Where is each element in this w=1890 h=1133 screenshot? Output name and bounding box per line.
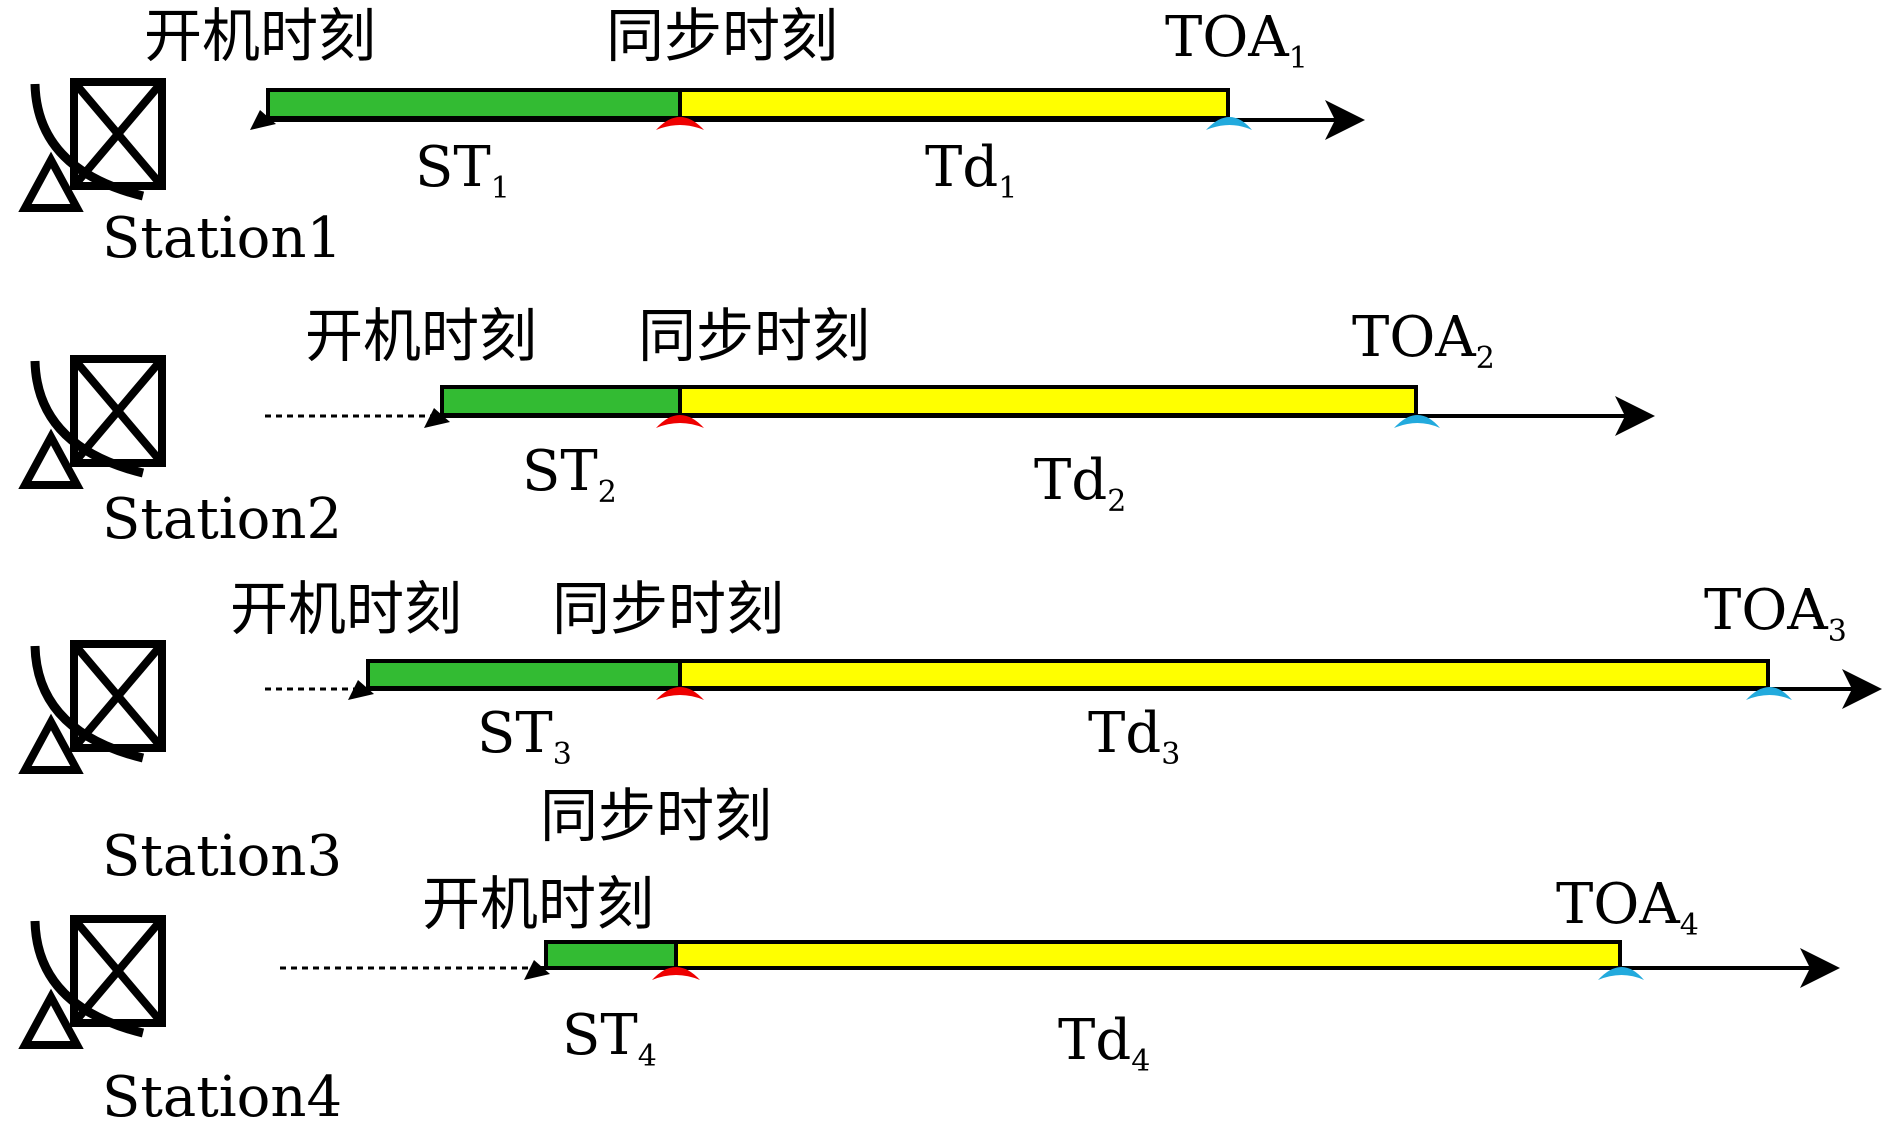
delay-segment (674, 940, 1622, 970)
startup-marker (424, 408, 450, 428)
startup-time-label: 开机时刻 (422, 870, 654, 938)
delay-segment (678, 659, 1770, 690)
toa-label: TOA1 (1165, 5, 1308, 76)
delay-segment (678, 88, 1230, 120)
satellite-dish-icon (18, 78, 166, 212)
sync-marker (656, 415, 704, 428)
st-label: ST3 (477, 701, 572, 772)
station-row-3: Station3 开机时刻 同步时刻 TOA3 ST3 Td3 (18, 575, 1882, 889)
toa-label: TOA4 (1556, 872, 1699, 943)
toa-marker (1394, 415, 1440, 428)
startup-segment (366, 659, 682, 690)
toa-label: TOA3 (1704, 578, 1847, 649)
startup-time-label: 开机时刻 (144, 2, 376, 70)
startup-marker (250, 110, 276, 130)
station-row-1: Station1 开机时刻 同步时刻 TOA1 ST1 Td1 (18, 2, 1365, 271)
station-name: Station4 (102, 1065, 342, 1130)
time-axis-arrowhead (1800, 948, 1840, 988)
startup-segment (544, 940, 678, 970)
sync-marker (652, 967, 700, 980)
satellite-dish-icon (18, 640, 166, 774)
sync-marker (656, 687, 704, 700)
delay-segment (678, 385, 1418, 417)
st-label: ST4 (562, 1003, 657, 1074)
startup-segment (440, 385, 682, 417)
st-label: ST2 (522, 439, 617, 510)
toa-label: TOA2 (1352, 305, 1495, 376)
time-axis-arrowhead (1842, 669, 1882, 709)
startup-time-label: 开机时刻 (305, 302, 537, 370)
startup-marker (348, 680, 374, 700)
td-label: Td2 (1034, 448, 1126, 519)
station-row-2: Station2 开机时刻 同步时刻 TOA2 ST2 Td2 (18, 302, 1655, 552)
satellite-dish-icon (18, 355, 166, 489)
sync-marker (656, 117, 704, 130)
toa-marker (1746, 687, 1792, 700)
sync-time-label: 同步时刻 (552, 575, 784, 643)
sync-time-label: 同步时刻 (540, 782, 772, 850)
station-name: Station3 (102, 824, 342, 889)
td-label: Td1 (925, 135, 1017, 206)
station-name: Station1 (102, 206, 342, 271)
td-label: Td3 (1088, 701, 1180, 772)
toa-marker (1206, 117, 1252, 130)
sync-time-label: 同步时刻 (638, 302, 870, 370)
station-row-4: Station4 开机时刻 同步时刻 TOA4 ST4 Td4 (18, 782, 1840, 1130)
startup-time-label: 开机时刻 (230, 575, 462, 643)
satellite-dish-icon (18, 915, 166, 1049)
station-name: Station2 (102, 487, 342, 552)
toa-marker (1598, 967, 1644, 980)
time-axis-arrowhead (1615, 396, 1655, 436)
sync-time-label: 同步时刻 (606, 2, 838, 70)
startup-segment (266, 88, 682, 120)
time-axis-arrowhead (1325, 100, 1365, 140)
startup-marker (524, 960, 550, 980)
td-label: Td4 (1058, 1008, 1150, 1079)
st-label: ST1 (415, 135, 510, 206)
